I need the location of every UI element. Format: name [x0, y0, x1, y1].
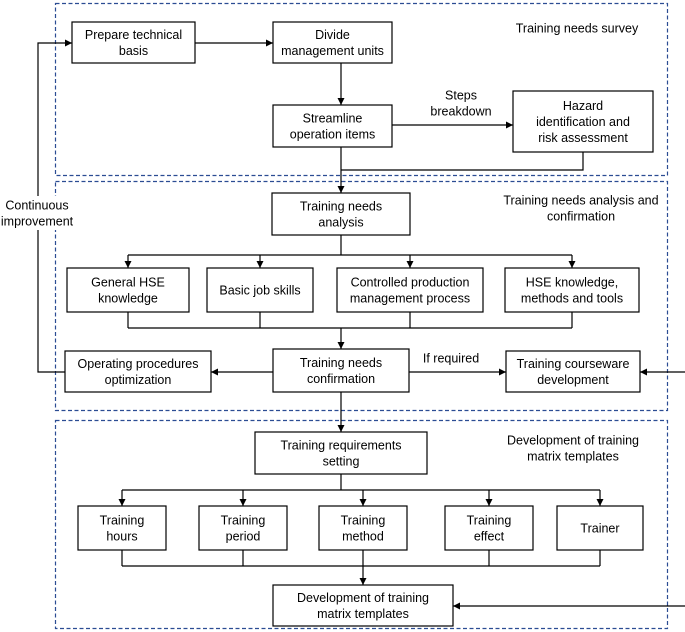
node-training-hours: Training hours [77, 505, 167, 551]
node-training-period: Training period [198, 505, 288, 551]
node-box [504, 267, 640, 313]
region-survey-label: Training needs survey [516, 22, 639, 36]
node-box [336, 267, 484, 313]
node-label: effect [474, 530, 505, 544]
node-label: Operating procedures [78, 357, 199, 371]
node-box [556, 505, 644, 551]
node-box [71, 21, 196, 64]
node-training-courseware: Training courseware development [505, 350, 641, 393]
node-label: analysis [318, 216, 363, 230]
node-label: identification and [536, 115, 630, 129]
node-label: Divide [315, 28, 350, 42]
node-training-needs-analysis: Training needs analysis [271, 192, 411, 236]
node-label: operation items [290, 128, 375, 142]
node-label: method [342, 530, 384, 544]
region-survey [54, 2, 669, 177]
node-label: confirmation [307, 372, 375, 386]
label-background [0, 196, 76, 230]
node-box [66, 267, 190, 313]
region-development-label: Development of training matrix templates [507, 434, 639, 464]
node-box [272, 348, 410, 393]
node-prepare-technical-basis: Prepare technical basis [71, 21, 196, 64]
node-box [198, 505, 288, 551]
node-label: Training needs [300, 200, 382, 214]
node-label: Training [221, 514, 266, 528]
region-development [54, 419, 669, 630]
edge-matrix-merge [121, 550, 601, 567]
node-label: knowledge [98, 292, 158, 306]
region-label-line: confirmation [547, 210, 615, 224]
node-hse-knowledge-tools: HSE knowledge, methods and tools [504, 267, 640, 313]
node-box [272, 104, 393, 148]
node-label: optimization [105, 373, 172, 387]
edge-label-continuous-improvement: Continuous improvement [0, 196, 76, 230]
region-label-line: Training needs analysis and [503, 194, 658, 208]
node-label: Trainer [580, 522, 619, 536]
node-box [505, 350, 641, 393]
node-label: period [226, 530, 261, 544]
edge-hazard-return [341, 152, 584, 171]
node-label: management process [350, 292, 470, 306]
node-label: matrix templates [317, 607, 409, 621]
region-label-line: Development of training [507, 434, 639, 448]
node-general-hse-knowledge: General HSE knowledge [66, 267, 190, 313]
node-label: General HSE [91, 276, 165, 290]
node-label: Controlled production [351, 276, 470, 290]
node-label: development [537, 373, 609, 387]
node-streamline-operation-items: Streamline operation items [272, 104, 393, 148]
node-label: setting [323, 455, 360, 469]
node-controlled-production: Controlled production management process [336, 267, 484, 313]
node-label: methods and tools [521, 292, 623, 306]
node-divide-management-units: Divide management units [272, 21, 393, 64]
region-label-line: Training needs survey [516, 22, 639, 36]
node-label: Training courseware [517, 357, 630, 371]
node-box [272, 21, 393, 64]
region-analysis [54, 180, 669, 412]
node-label: risk assessment [538, 131, 628, 145]
node-hazard-identification: Hazard identification and risk assessmen… [512, 90, 654, 153]
node-box [254, 431, 428, 475]
node-box [77, 505, 167, 551]
edge-label-line: improvement [1, 215, 74, 229]
node-training-needs-confirmation: Training needs confirmation [272, 348, 410, 393]
node-box [271, 192, 411, 236]
region-analysis-label: Training needs analysis and confirmation [503, 194, 658, 224]
node-label: Training needs [300, 356, 382, 370]
edge-merge-up [127, 312, 573, 329]
node-label: Training requirements [280, 439, 401, 453]
node-training-effect: Training effect [444, 505, 534, 551]
node-label: hours [106, 530, 137, 544]
edge-label-steps-breakdown: Steps breakdown [430, 89, 491, 119]
node-label: Prepare technical [85, 28, 182, 42]
node-basic-job-skills: Basic job skills [206, 267, 314, 313]
node-label: Basic job skills [219, 284, 300, 298]
node-training-method: Training method [318, 505, 408, 551]
node-label: basis [119, 44, 148, 58]
node-box [318, 505, 408, 551]
node-training-requirements: Training requirements setting [254, 431, 428, 475]
edge-label-line: Continuous [5, 199, 68, 213]
node-box [206, 267, 314, 313]
node-label: Training [100, 514, 145, 528]
node-label: Training [467, 514, 512, 528]
node-operating-procedures: Operating procedures optimization [64, 350, 212, 393]
node-label: HSE knowledge, [526, 276, 618, 290]
node-matrix-templates: Development of training matrix templates [272, 584, 454, 627]
node-box [444, 505, 534, 551]
edge-label-line: Steps [445, 89, 477, 103]
node-label: Development of training [297, 591, 429, 605]
node-label: Hazard [563, 99, 603, 113]
node-box [64, 350, 212, 393]
node-trainer: Trainer [556, 505, 644, 551]
node-label: Training [341, 514, 386, 528]
edge-label-line: breakdown [430, 105, 491, 119]
region-label-line: matrix templates [527, 450, 619, 464]
node-box [512, 90, 654, 153]
node-label: management units [281, 44, 384, 58]
node-box [272, 584, 454, 627]
edge-label-if-required: If required [423, 352, 479, 366]
node-label: Streamline [303, 112, 363, 126]
edge-label-line: If required [423, 352, 479, 366]
